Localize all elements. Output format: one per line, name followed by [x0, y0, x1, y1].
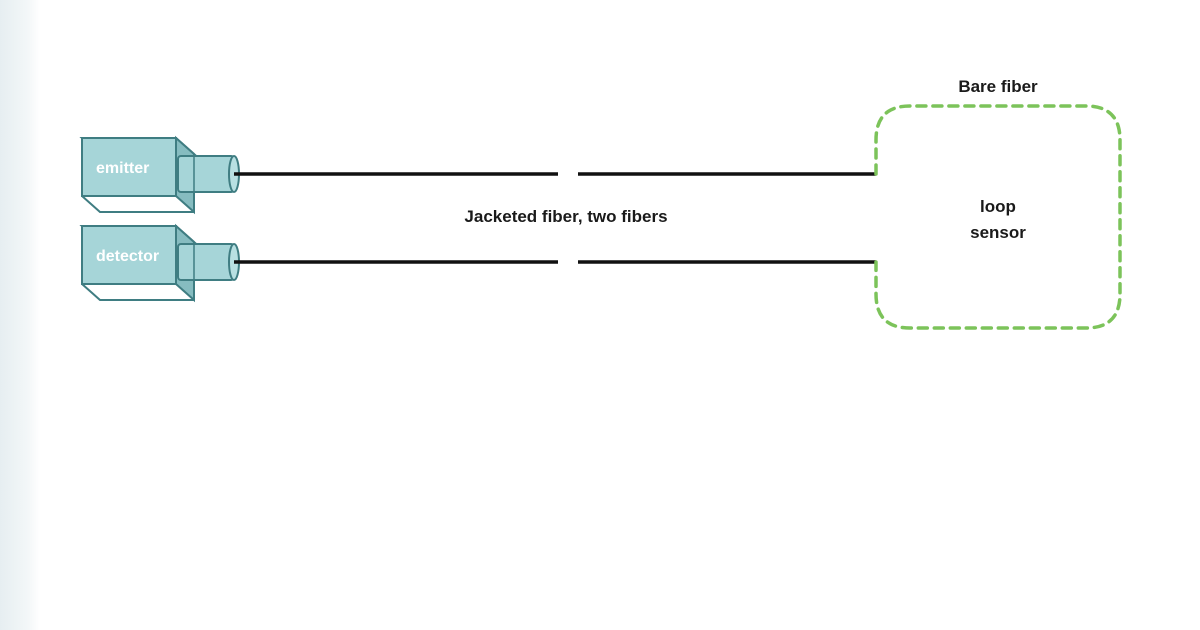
jacketed-fiber-label: Jacketed fiber, two fibers: [464, 207, 667, 226]
detector-box-front: [81, 225, 177, 285]
detector-connector: [177, 243, 235, 281]
detector-label: detector: [96, 248, 159, 265]
emitter-connector: [177, 155, 235, 193]
left-shade-band: [0, 0, 40, 630]
bare-fiber-label: Bare fiber: [958, 77, 1038, 96]
emitter-box-front: [81, 137, 177, 197]
jacketed-fibers: [234, 172, 876, 264]
loop-sensor-label-line1: loop: [980, 197, 1016, 216]
emitter-unit: emitter: [79, 135, 240, 215]
bare-fiber-loop: [874, 104, 1122, 330]
emitter-label: emitter: [96, 160, 149, 177]
detector-box-bottom-edge: [81, 283, 194, 301]
loop-sensor-label-line2: sensor: [970, 223, 1026, 242]
detector-unit: detector: [79, 223, 240, 303]
emitter-box-bottom-edge: [81, 195, 194, 213]
